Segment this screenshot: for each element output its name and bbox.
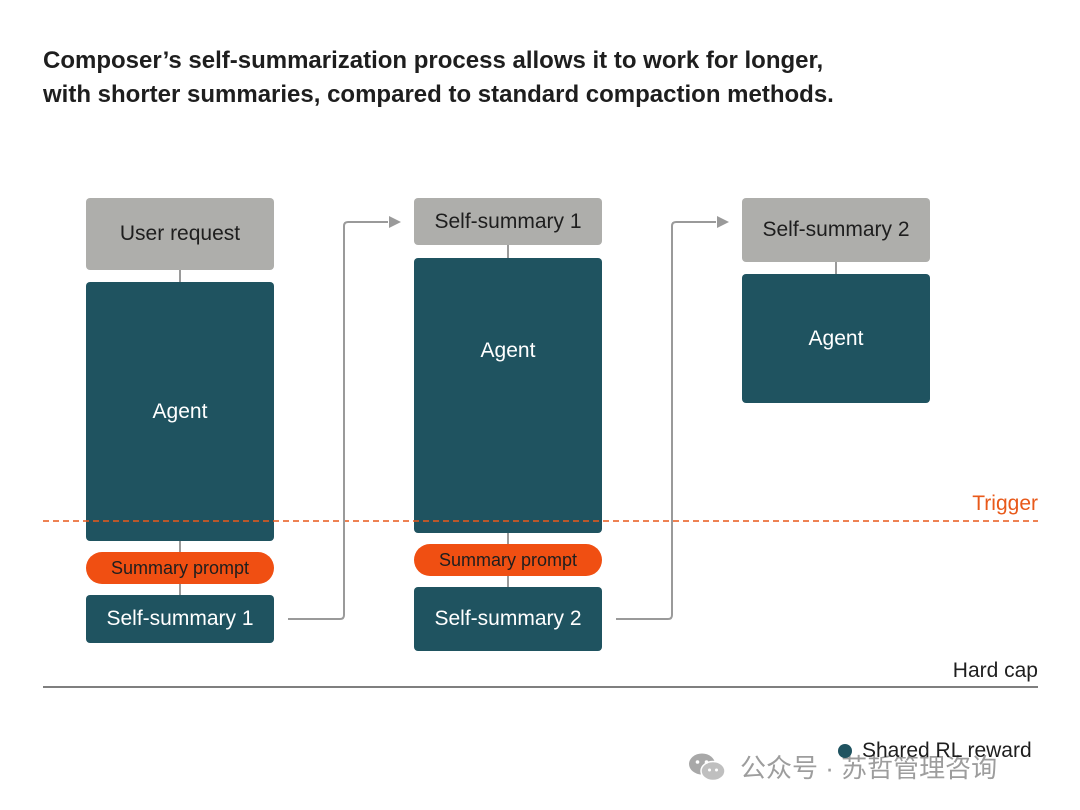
legend-dot — [838, 744, 852, 758]
connector — [179, 541, 181, 552]
trigger-label: Trigger — [972, 492, 1038, 515]
summary-prompt-pill-1: Summary prompt — [86, 552, 274, 584]
connector — [507, 245, 509, 258]
connector — [179, 270, 181, 282]
arrowhead-1 — [389, 216, 401, 228]
arrowhead-2 — [717, 216, 729, 228]
hard-cap-label: Hard cap — [952, 659, 1038, 682]
watermark-text: 公众号 · 苏哲管理咨询 — [740, 753, 998, 783]
arrow-2 — [616, 221, 716, 620]
arrow-1 — [288, 221, 388, 620]
watermark: 公众号 · 苏哲管理咨询 — [688, 748, 997, 785]
legend-label: Shared RL reward — [862, 739, 1032, 762]
chat-bubble-icon — [688, 752, 726, 782]
title-line-1: Composer’s self-summarization process al… — [43, 47, 824, 74]
agent-box-1: Agent — [86, 282, 274, 541]
self-summary-1-box: Self-summary 1 — [86, 595, 274, 643]
diagram-title: Composer’s self-summarization process al… — [43, 44, 943, 112]
self-summary-2-header-box: Self-summary 2 — [742, 198, 930, 262]
self-summary-2-box: Self-summary 2 — [414, 587, 602, 651]
connector — [507, 533, 509, 544]
title-line-2: with shorter summaries, compared to stan… — [43, 81, 834, 108]
connector — [507, 576, 509, 587]
connector — [179, 584, 181, 595]
agent-box-3: Agent — [742, 274, 930, 403]
connector — [835, 262, 837, 274]
agent-label-2: Agent — [480, 338, 536, 362]
agent-box-2: Agent — [414, 258, 602, 533]
summary-prompt-pill-2: Summary prompt — [414, 544, 602, 576]
self-summary-1-header-box: Self-summary 1 — [414, 198, 602, 245]
user-request-box: User request — [86, 198, 274, 270]
legend: Shared RL reward — [838, 739, 1032, 763]
